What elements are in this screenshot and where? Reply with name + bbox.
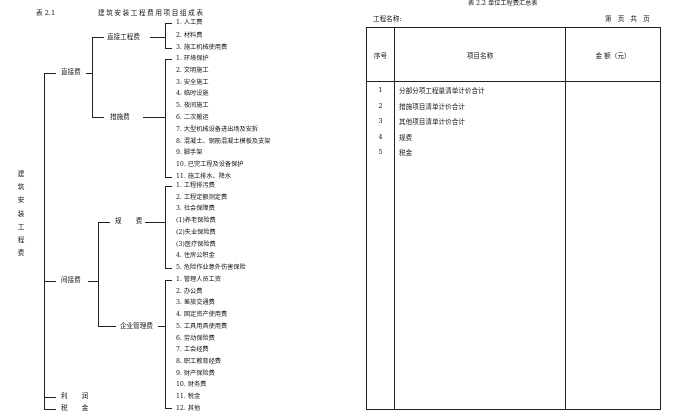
list-item: 9. 财产保险费 [176, 369, 215, 377]
list-item: 3. 社会保障费 [176, 205, 215, 213]
list-item: 5. 工具用具使用费 [176, 322, 228, 330]
header-amount: 金 额（元） [565, 26, 661, 83]
table-header-row: 序号 项目名称 金 额（元） [366, 26, 661, 83]
list-item: (3)医疗保险费 [176, 240, 216, 248]
list-item: 10. 已完工程及设备保护 [176, 161, 244, 169]
summary-caption: 表 2.2 单位工程费汇总表 [468, 0, 538, 7]
list-item: 5. 危险作业意外伤害保险 [176, 263, 246, 271]
list-item: 4. 固定资产使用费 [176, 311, 228, 319]
direct-engineering-label: 直接工程费 [107, 33, 140, 41]
list-item: 8. 职工教育经费 [176, 357, 221, 365]
header-item-name: 项目名称 [394, 26, 566, 83]
list-item: (1)养老保险费 [176, 217, 216, 225]
list-item: 1. 人工费 [176, 19, 203, 26]
row-amount [565, 113, 661, 129]
caption-number: 表 2.1 [36, 9, 56, 17]
list-item: 11. 施工排水、降水 [176, 173, 232, 180]
table-filler-row [366, 159, 661, 410]
list-item: 2. 办公费 [176, 287, 203, 295]
list-item: 1. 工程排污费 [176, 182, 215, 189]
list-item: 1. 管理人员工资 [176, 276, 221, 283]
row-item-name: 分部分项工程量清单计价合计 [394, 81, 566, 98]
list-item: 8. 混凝土、钢筋混凝土模板及支架 [176, 137, 271, 145]
list-item: 2. 文明施工 [176, 66, 209, 74]
row-item-name: 措施项目清单计价合计 [394, 97, 566, 114]
row-number: 4 [366, 128, 395, 145]
caption-title: 建筑安装工程费用项目组成表 [98, 9, 205, 17]
management-fee-label: 企业管理费 [120, 322, 153, 330]
row-number: 1 [366, 81, 395, 98]
list-item: 10. 财务费 [176, 381, 207, 389]
list-item: 7. 工会经费 [176, 346, 209, 354]
project-name-label: 工程名称: [373, 15, 402, 23]
list-item: 3. 差旅交通费 [176, 299, 215, 307]
tax-label: 税 金 [61, 404, 95, 412]
list-item: 6. 二次搬运 [176, 114, 209, 121]
list-item: 7. 大型机械设备进出场及安拆 [176, 125, 259, 133]
root-label: 建筑安装工程费 [17, 170, 25, 258]
list-item: 3. 安全施工 [176, 78, 209, 86]
row-amount [565, 81, 661, 98]
direct-cost-label: 直接费 [61, 68, 81, 76]
row-number: 2 [366, 97, 395, 114]
row-amount [565, 128, 661, 145]
list-item: 6. 劳动保险费 [176, 334, 215, 342]
list-item: 5. 夜间施工 [176, 102, 209, 110]
indirect-cost-label: 间接费 [61, 276, 81, 284]
profit-label: 利 润 [61, 392, 95, 400]
row-amount [565, 144, 661, 160]
measures-label: 措施费 [110, 113, 130, 121]
list-item: (2)失业保险费 [176, 228, 216, 236]
header-no: 序号 [366, 26, 395, 83]
row-number: 3 [366, 113, 395, 129]
row-item-name: 税金 [394, 144, 566, 160]
row-item-name: 规费 [394, 128, 566, 145]
list-item: 1. 环境保护 [176, 55, 209, 62]
list-item: 9. 脚手架 [176, 149, 203, 157]
main-bracket [44, 73, 45, 410]
regulatory-fees-label: 规 费 [115, 217, 149, 225]
page-info: 第 页 共 页 [605, 15, 652, 23]
list-item: 11. 税金 [176, 393, 201, 400]
row-item-name: 其他项目清单计价合计 [394, 113, 566, 129]
list-item: 12. 其他 [176, 404, 201, 412]
list-item: 2. 材料费 [176, 31, 203, 39]
row-number: 5 [366, 144, 395, 160]
list-item: 3. 施工机械使用费 [176, 44, 228, 51]
list-item: 4. 临时设施 [176, 90, 209, 98]
list-item: 2. 工程定额测定费 [176, 193, 228, 201]
row-amount [565, 97, 661, 114]
list-item: 4. 住房公积金 [176, 252, 215, 260]
